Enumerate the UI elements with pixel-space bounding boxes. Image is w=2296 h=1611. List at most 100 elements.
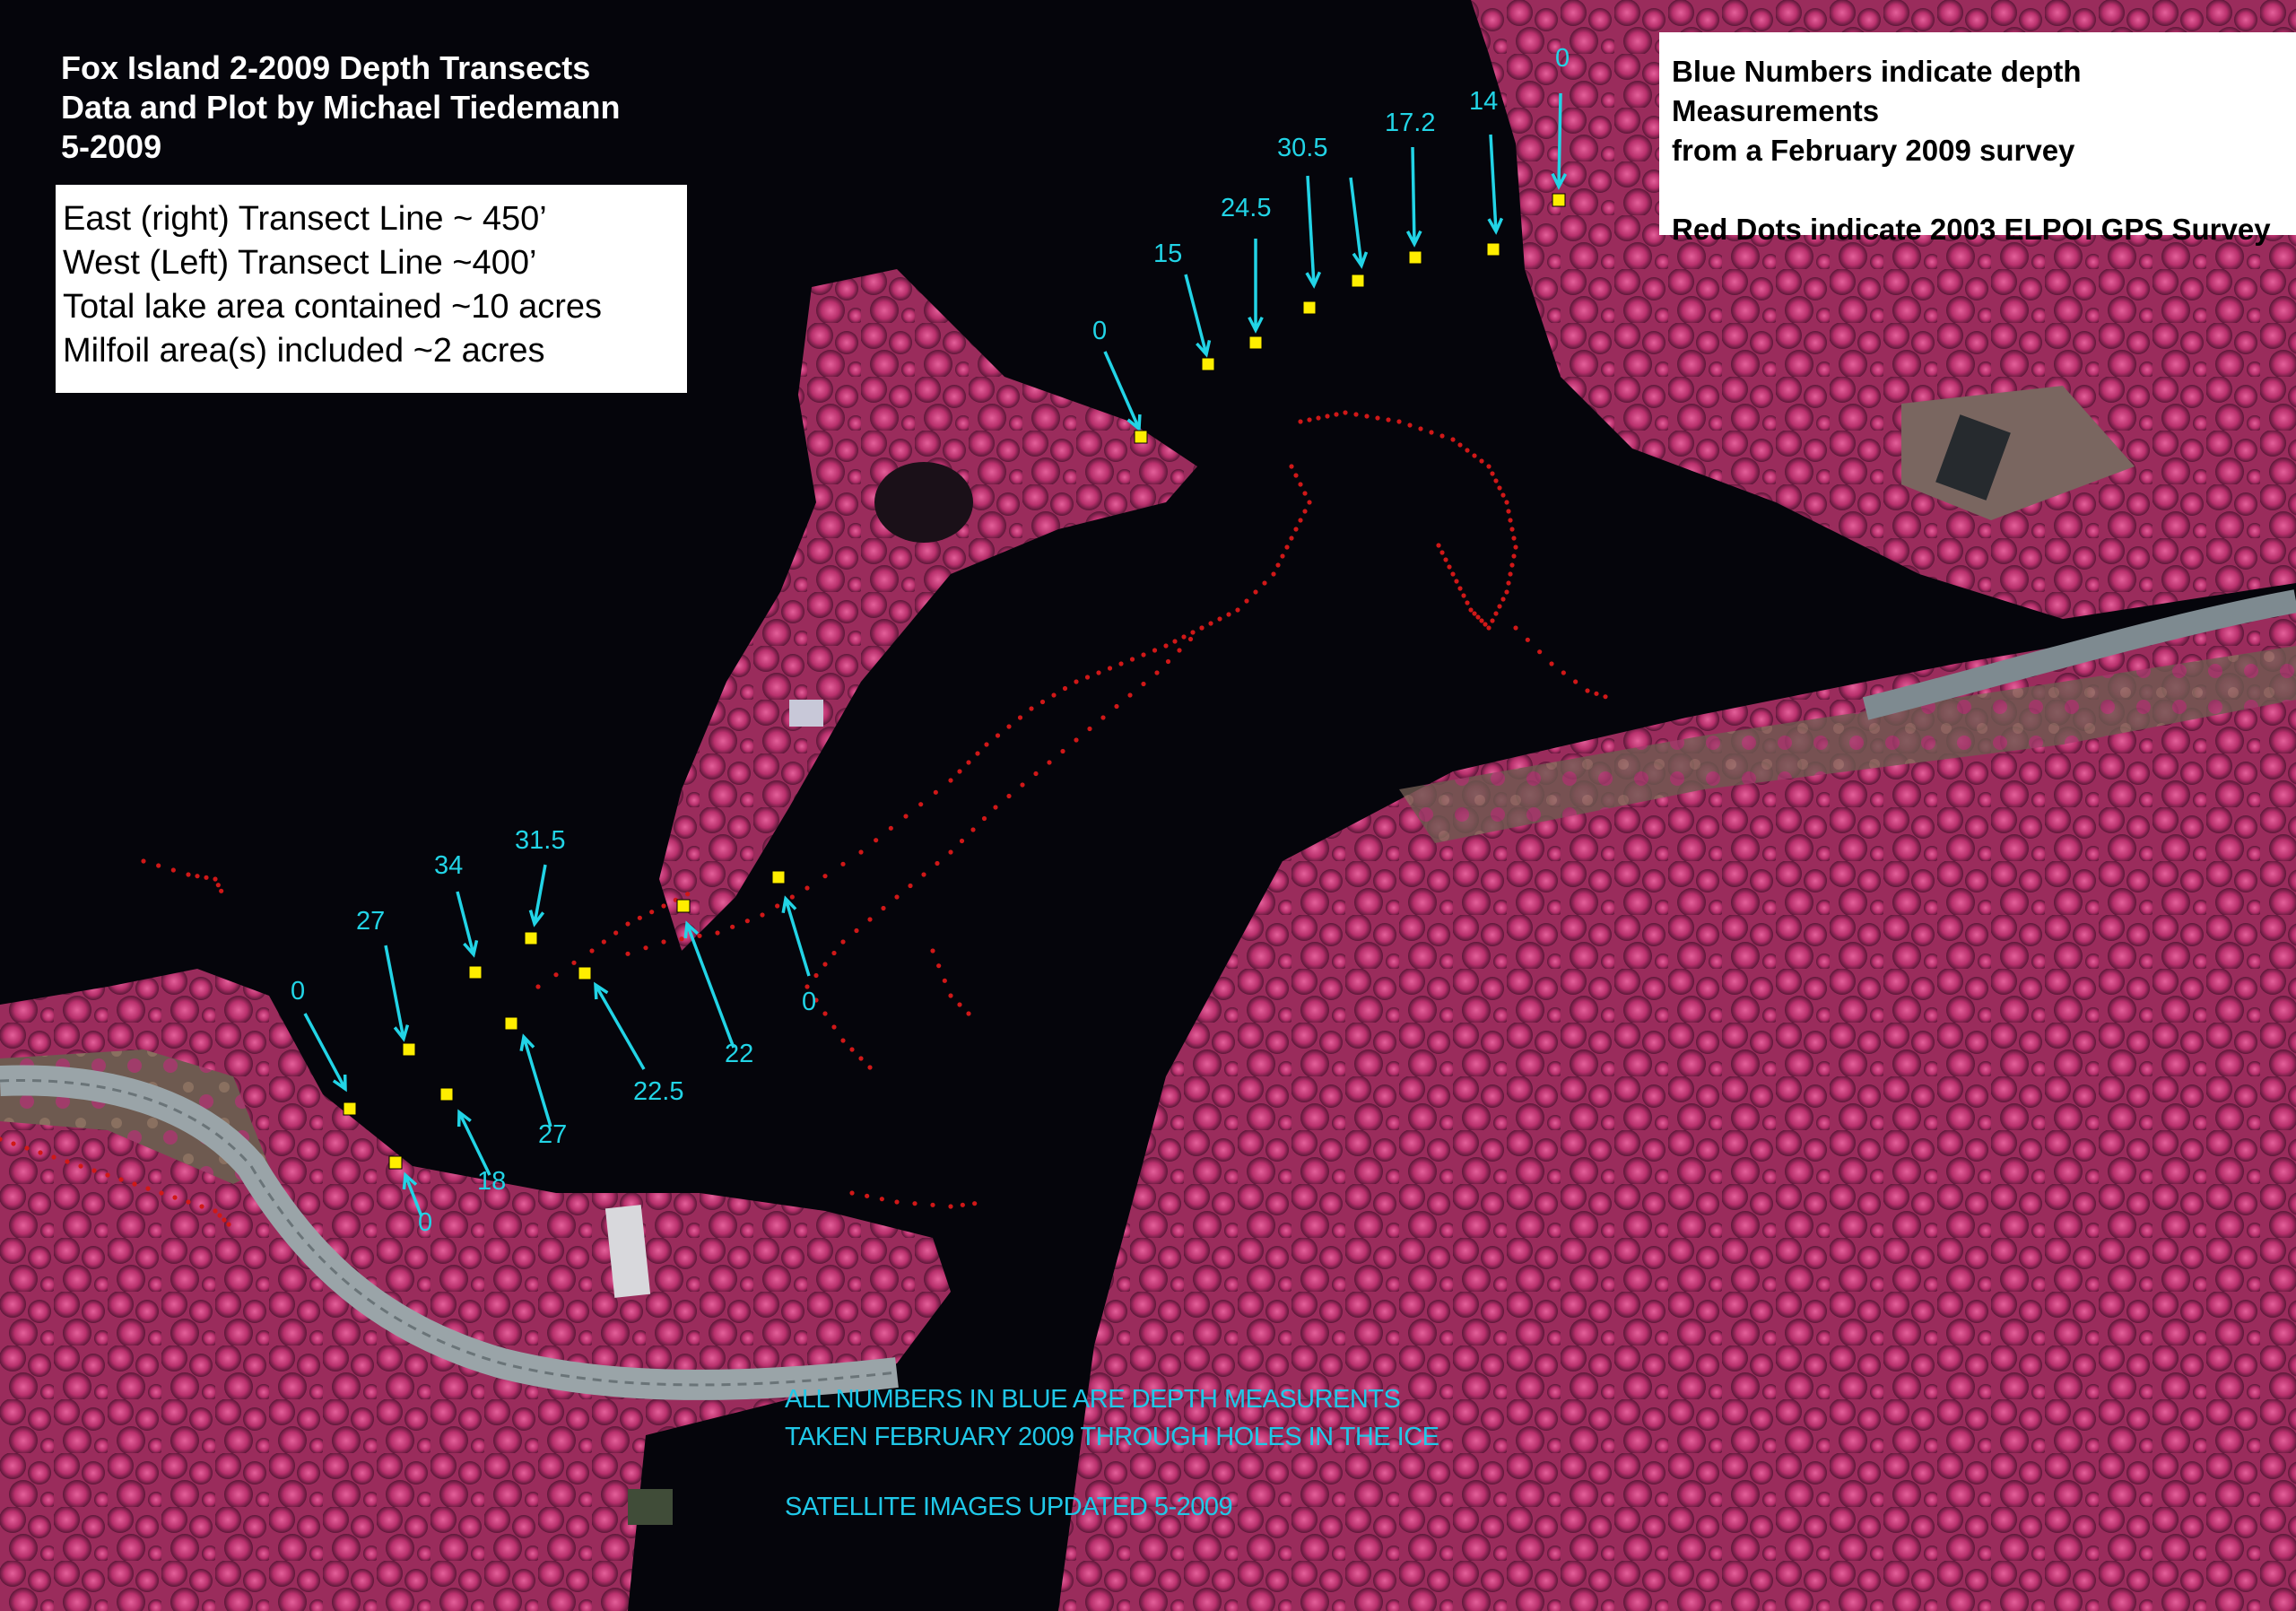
gps-dot [840,861,846,866]
gps-dot [930,948,935,954]
gps-dot [601,939,606,945]
gps-dot [1573,679,1578,684]
arrow-head [1305,271,1322,289]
gps-dot [1217,616,1222,622]
gps-dot [1172,639,1178,644]
gps-dot [661,903,666,909]
legend-line: Red Dots indicate 2003 ELPOI GPS Survey [1672,213,2271,246]
gps-dot [970,827,976,832]
gps-dot [1493,478,1499,483]
gps-dot [159,1190,164,1196]
gps-dot [1472,611,1477,616]
gps-dot [1262,580,1267,586]
gps-dot [912,1201,918,1206]
gps-dot [1244,598,1249,604]
gps-dot [948,993,953,998]
note-line: TAKEN FEBRUARY 2009 THROUGH HOLES IN THE… [785,1423,1439,1451]
gps-dot [1187,636,1194,642]
depth-label: 0 [1555,44,1570,73]
sample-marker [439,1087,454,1102]
gps-dot [813,997,819,1003]
gps-dot [813,972,819,979]
gps-dot [1100,715,1106,720]
gps-dot [1450,437,1456,442]
gps-dot [957,769,962,774]
gps-dot [854,927,859,934]
stat-line: West (Left) Transect Line ~400’ [63,244,537,282]
gps-dot [918,802,924,807]
transect-arrow [1557,92,1562,187]
gps-dot [1497,485,1502,491]
gps-dot [1353,412,1359,417]
title-line: Data and Plot by Michael Tiedemann [61,89,621,126]
note-line: SATELLITE IMAGES UPDATED 5-2009 [785,1493,1233,1521]
gps-dot [132,1181,137,1187]
gps-dot [195,874,200,879]
transect-arrow [1349,177,1363,266]
gps-dot [894,1199,900,1205]
gps-dot [1107,666,1113,671]
gps-dot [1074,737,1079,743]
gps-dot [118,1177,124,1182]
gps-dot [849,1190,855,1196]
gps-dot [1307,417,1312,422]
sample-marker [1302,300,1317,315]
depth-label: 15 [1153,239,1182,268]
gps-dot [1513,544,1518,550]
gps-dot [1486,464,1492,469]
sample-marker [1134,430,1148,444]
gps-dot [1483,622,1488,627]
gps-dot [625,951,631,956]
gps-dot [1033,771,1039,777]
gps-dot [1293,527,1299,532]
gps-dot [1511,553,1517,559]
gps-dot [1603,694,1608,700]
transect-arrow [685,923,735,1049]
gps-dot [91,1168,97,1173]
transect-arrow [384,945,405,1040]
arrow-head [402,1171,418,1190]
depth-label: 30.5 [1277,134,1327,162]
gps-dot [936,963,942,969]
gps-dot [51,1154,57,1160]
gps-dot [1407,422,1413,428]
gps-dot [1513,625,1518,631]
gps-dot [840,1038,846,1043]
gps-dot [1500,597,1506,602]
sample-marker [1351,274,1365,288]
gps-dot [1275,562,1281,568]
gps-dot [1506,580,1511,586]
gps-dot [730,924,735,929]
gps-dot [957,1002,962,1007]
gps-dot [1461,593,1466,598]
depth-label: 31.5 [515,826,565,855]
shed [628,1489,673,1525]
transect-arrow [1103,351,1141,430]
gps-dot [1508,518,1513,523]
gps-dot [760,912,765,918]
depth-label: 17.2 [1385,109,1435,137]
gps-dot [105,1172,110,1178]
gps-dot [1325,414,1330,419]
gps-dot [1429,430,1434,435]
gps-dot [972,1201,978,1206]
gps-dot [1454,579,1459,584]
note-line: ALL NUMBERS IN BLUE ARE DEPTH MEASURENTS [785,1385,1401,1414]
gps-dot [1118,661,1124,666]
gps-dot [1051,692,1057,698]
gps-dot [141,858,146,864]
gps-dot [822,874,828,879]
gps-dot [995,733,1001,738]
gps-dot [1509,562,1515,568]
depth-label: 0 [291,977,305,1006]
gps-dot [661,939,666,945]
gps-dot [199,1204,204,1209]
gps-dot [1537,649,1543,655]
gps-dot [942,978,947,983]
gps-dot [804,984,810,989]
gps-dot [1457,442,1463,448]
arrow-head [528,910,545,927]
gps-dot [993,805,998,810]
gps-dot [1396,419,1402,424]
gps-dot [921,872,926,877]
